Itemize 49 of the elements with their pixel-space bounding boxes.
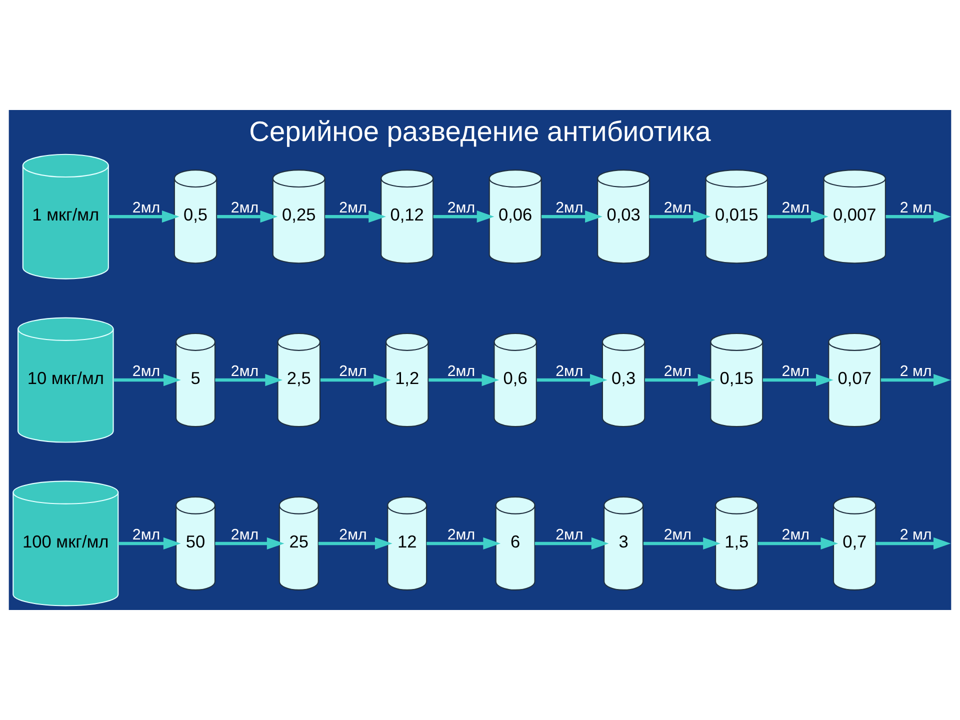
arrow bbox=[768, 210, 828, 223]
edge-label: 2мл bbox=[230, 362, 259, 380]
arrow bbox=[650, 210, 711, 223]
arrow bbox=[536, 374, 608, 386]
arrow bbox=[886, 210, 951, 223]
arrow bbox=[433, 210, 494, 223]
edge-label: 2 мл bbox=[900, 199, 932, 216]
arrow bbox=[114, 374, 181, 386]
arrow bbox=[644, 374, 716, 386]
edge-label: 2мл bbox=[132, 362, 160, 380]
edge-label: 2 мл bbox=[900, 362, 932, 380]
edge-label: 2мл bbox=[556, 362, 584, 380]
edge-label: 2мл bbox=[556, 199, 584, 216]
edge-label: 2мл bbox=[230, 199, 259, 216]
edge-label: 2мл bbox=[447, 199, 476, 216]
edge-label: 2мл bbox=[664, 362, 692, 380]
diagram-title: Серийное разведение антибиотика bbox=[249, 116, 711, 148]
edge-label: 2мл bbox=[447, 362, 476, 380]
edge-label: 2мл bbox=[339, 199, 367, 216]
arrow bbox=[876, 537, 951, 550]
arrow bbox=[758, 537, 838, 550]
edge-label: 2мл bbox=[782, 362, 810, 380]
edge-label: 2мл bbox=[132, 199, 160, 216]
arrow bbox=[215, 537, 284, 550]
edge-label: 2мл bbox=[132, 526, 160, 544]
arrow bbox=[108, 210, 180, 223]
edge-label: 2мл bbox=[782, 526, 810, 544]
edge-label: 2мл bbox=[339, 362, 367, 380]
edge-label: 2мл bbox=[664, 526, 692, 544]
arrow bbox=[426, 537, 501, 550]
edge-label: 2мл bbox=[447, 526, 476, 544]
arrow bbox=[318, 537, 392, 550]
arrow bbox=[215, 374, 283, 386]
arrow bbox=[325, 210, 386, 223]
edge-label: 2 мл bbox=[900, 526, 932, 544]
arrow bbox=[428, 374, 500, 386]
arrow bbox=[118, 537, 181, 550]
arrow bbox=[320, 374, 391, 386]
edge-label: 2мл bbox=[664, 199, 692, 216]
arrow bbox=[217, 210, 278, 223]
arrow bbox=[762, 374, 834, 386]
arrow bbox=[542, 210, 602, 223]
edge-label: 2мл bbox=[782, 199, 810, 216]
arrow bbox=[643, 537, 720, 550]
edge-label: 2мл bbox=[230, 526, 259, 544]
edge-label: 2мл bbox=[339, 526, 367, 544]
edge-label: 2мл bbox=[556, 526, 584, 544]
arrow bbox=[880, 374, 951, 386]
arrow bbox=[534, 537, 609, 550]
